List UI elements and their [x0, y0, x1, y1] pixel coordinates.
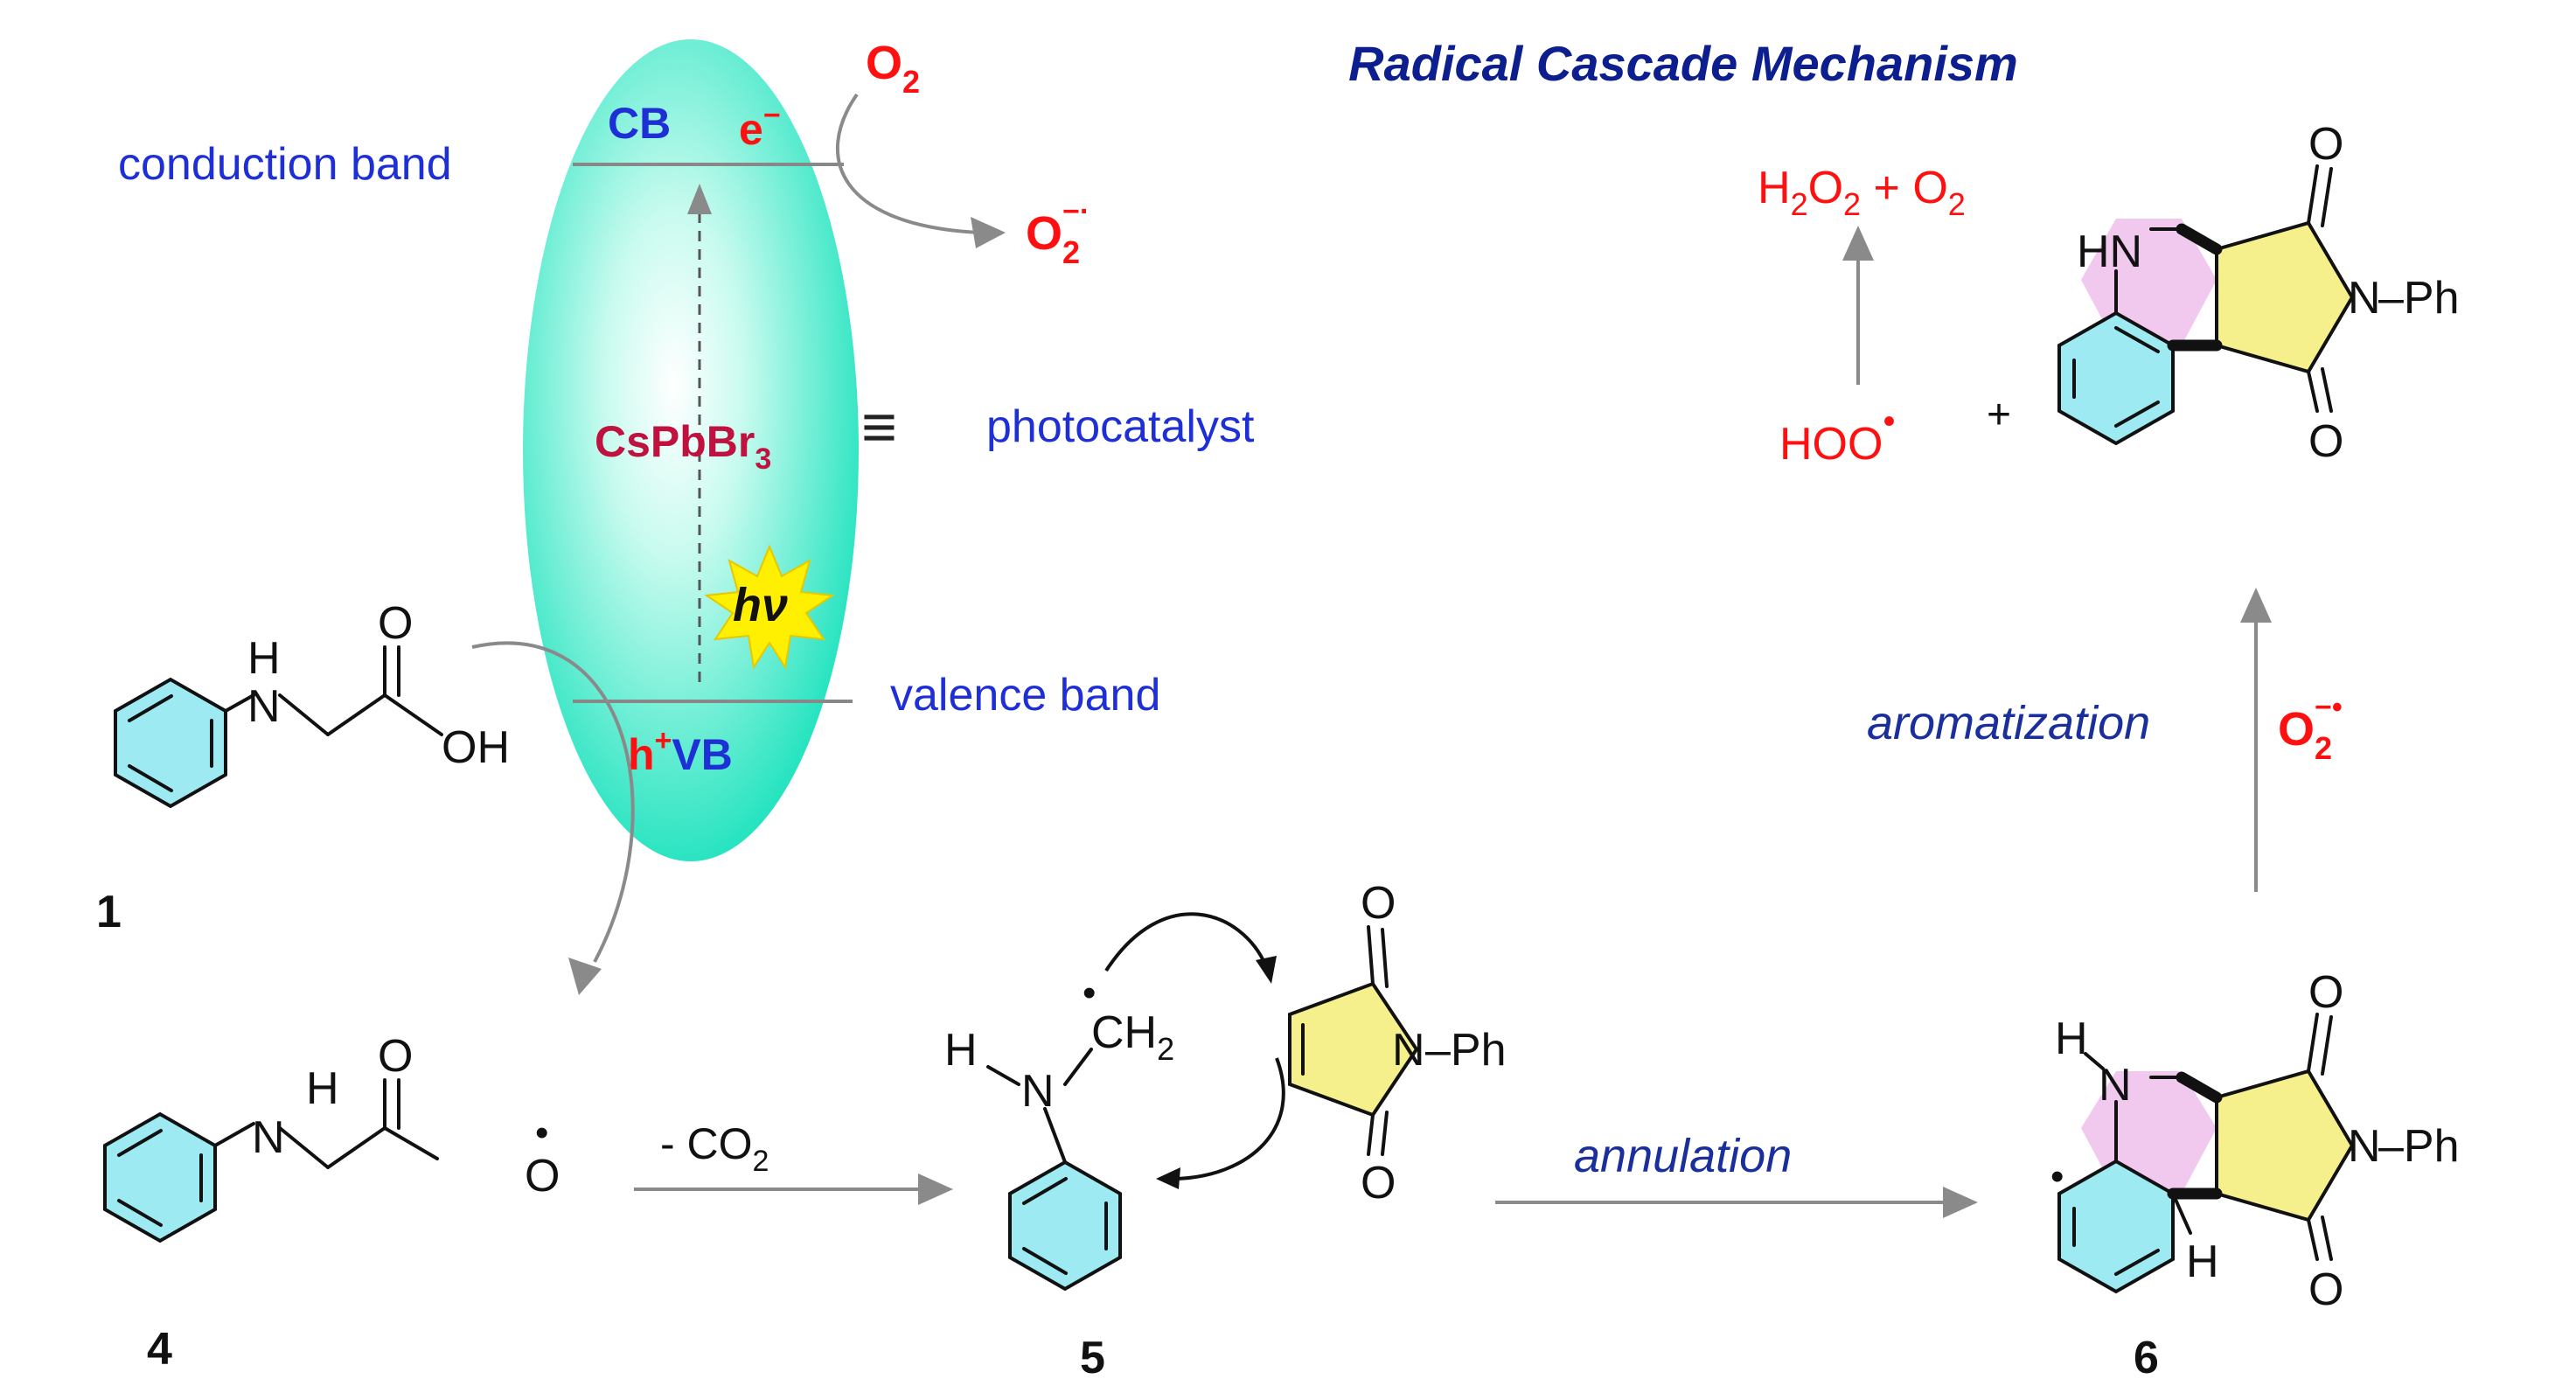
c4-o-radical: O: [525, 1151, 560, 1201]
aromatization-reagent: O2−•: [2278, 691, 2343, 766]
product-n-imide: N: [2348, 273, 2381, 324]
c1-n: N: [247, 681, 281, 732]
c6-n-imide: N: [2348, 1121, 2381, 1172]
c5-n: N: [1021, 1066, 1055, 1117]
product-o-top: O: [2308, 119, 2343, 170]
c4-o-top: O: [378, 1031, 413, 1082]
compound-5-label: 5: [1080, 1333, 1105, 1383]
c6-h: H: [2055, 1013, 2088, 1064]
c6-radical-dot: •: [2050, 1155, 2064, 1198]
conduction-band-label: conduction band: [118, 139, 452, 190]
maleimide: [1288, 925, 1419, 1156]
c1-o: O: [378, 598, 413, 649]
c6-o-top: O: [2308, 967, 2343, 1018]
c6-ring-h: H: [2186, 1236, 2219, 1287]
product-ph: –Ph: [2378, 273, 2460, 324]
curved-arrow-top: [1104, 912, 1268, 972]
valence-band-label: valence band: [890, 670, 1160, 721]
maleimide-n: N: [1392, 1025, 1425, 1076]
reduction-arrow: [836, 93, 980, 234]
hoo-radical-label: HOO•: [1779, 402, 1895, 470]
compound-5: [986, 1048, 1122, 1292]
c5-radical-dot: •: [1083, 972, 1096, 1014]
compound-4-label: 4: [147, 1324, 172, 1375]
product-hn: HN: [2077, 226, 2142, 277]
c4-n: N: [252, 1112, 285, 1163]
photocatalyst-ellipse: [523, 39, 859, 861]
compound-1: [114, 645, 443, 809]
annulation-label: annulation: [1574, 1130, 1792, 1182]
light-label: hν: [733, 579, 788, 631]
final-product: [2057, 164, 2355, 446]
c6-n: N: [2099, 1060, 2132, 1111]
photocatalyst-label: photocatalyst: [986, 401, 1255, 452]
curved-arrow-bottom: [1175, 1057, 1285, 1181]
compound-6: [2057, 1013, 2355, 1294]
c4-h: H: [306, 1063, 339, 1114]
maleimide-o-bottom: O: [1361, 1158, 1396, 1208]
compound-1-label: 1: [96, 887, 122, 937]
c1-h: H: [247, 633, 281, 684]
hole-label: h+VB: [628, 724, 733, 779]
electron-label: e−: [739, 99, 781, 154]
maleimide-o-top: O: [1361, 878, 1396, 929]
c1-oh: OH: [442, 722, 510, 773]
c4-radical-dot: •: [535, 1111, 548, 1154]
c6-o-bottom: O: [2308, 1264, 2343, 1315]
c5-ch2: CH2: [1091, 1007, 1174, 1067]
c6-ph: –Ph: [2378, 1121, 2460, 1172]
o2-label: O2: [866, 37, 920, 100]
superoxide-label: O2−·: [1026, 195, 1090, 270]
decarboxylation-label: - CO2: [660, 1119, 769, 1178]
compound-4: [103, 1078, 439, 1243]
sun-icon: [704, 544, 835, 670]
product-o-bottom: O: [2308, 416, 2343, 467]
equivalence-symbol: ≡: [861, 393, 897, 461]
aromatization-label: aromatization: [1867, 697, 2150, 749]
cb-label: CB: [608, 99, 671, 148]
compound-6-label: 6: [2134, 1333, 2159, 1383]
diagram-title: Radical Cascade Mechanism: [1348, 36, 2018, 91]
catalyst-formula: CsPbBr3: [595, 417, 771, 476]
h2o2-o2-label: H2O2 + O2: [1758, 163, 1966, 222]
maleimide-ph: –Ph: [1425, 1025, 1507, 1076]
c5-h: H: [944, 1025, 978, 1076]
oxidation-arrow: [471, 641, 635, 963]
plus-sign: +: [1987, 392, 2011, 438]
